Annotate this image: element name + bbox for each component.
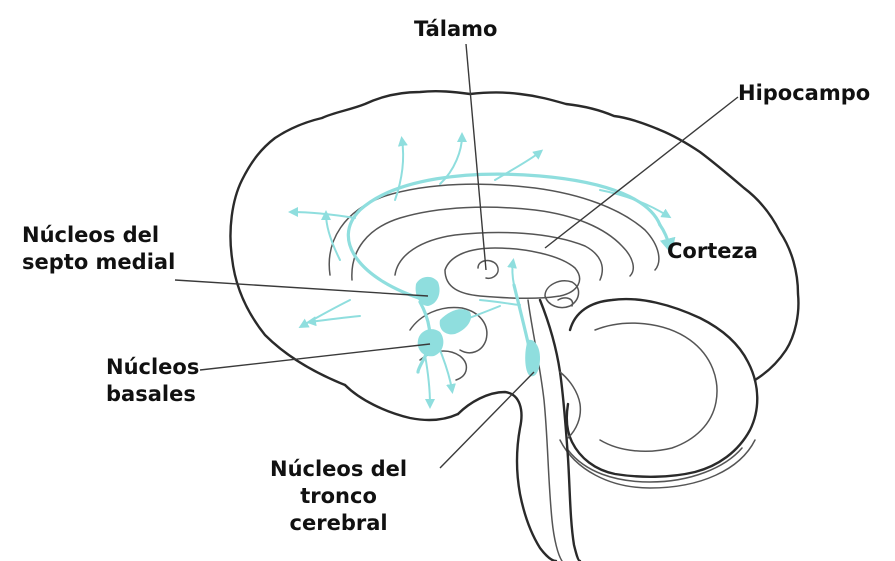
brainstem-anterior <box>458 392 556 561</box>
hippocampus-leader <box>545 97 738 248</box>
brainstem-inner <box>528 300 562 561</box>
corpus-callosum-inner <box>352 207 633 280</box>
brainstem-nuclei-label: Núcleos del tronco cerebral <box>270 456 407 537</box>
fornix <box>395 233 602 280</box>
thalamus-nucleus <box>478 261 498 279</box>
basal-nucleus-fill <box>418 329 444 356</box>
cortex-label: Corteza <box>667 238 758 265</box>
cerebellum-inner <box>595 323 717 451</box>
basal-forebrain-fill <box>440 309 471 334</box>
temporal-lobe-outline <box>345 385 458 420</box>
septal-nuclei-leader <box>175 280 428 296</box>
septal-nuclei-label: Núcleos del septo medial <box>22 222 175 276</box>
basal-nuclei-leader <box>200 344 430 370</box>
thalamus-leader <box>466 44 486 270</box>
basal-nuclei-label: Núcleos basales <box>106 354 199 408</box>
thalamus-label: Tálamo <box>414 16 497 43</box>
hippocampus-label: Hipocampo <box>738 80 870 107</box>
brainstem-nuclei-leader <box>440 372 534 468</box>
brainstem-nucleus-fill <box>525 340 540 377</box>
pineal-area <box>545 281 579 308</box>
cholinergic-pathways <box>292 136 670 405</box>
superior-colliculus <box>558 298 573 306</box>
